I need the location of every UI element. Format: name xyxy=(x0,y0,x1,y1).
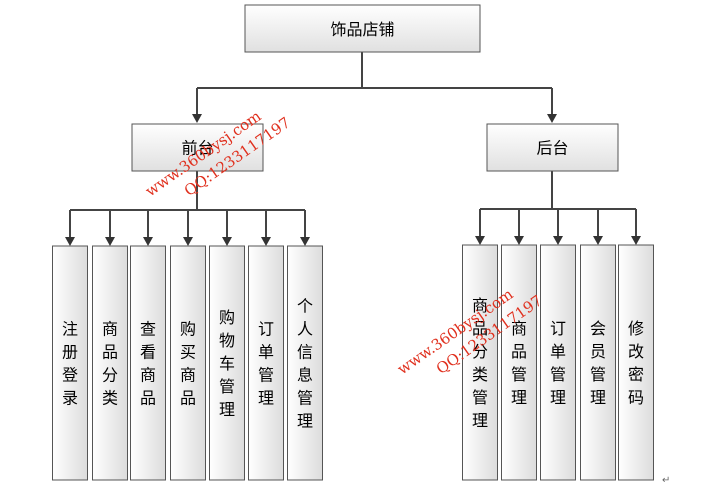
branch-0-child-2-box xyxy=(130,245,166,481)
branch-0-child-1-arrow xyxy=(105,237,115,246)
branch-0-child-1: 商品分类 xyxy=(92,245,128,481)
branch-1-child-3-arrow xyxy=(593,236,603,245)
branch-1-child-1-arrow xyxy=(514,236,524,245)
branch-1-child-1-box xyxy=(501,244,537,481)
branch-1-child-4-arrow xyxy=(631,236,641,245)
branch-1-child-2-box xyxy=(540,244,576,481)
branch-1-child-1: 商品管理 xyxy=(501,244,537,481)
branch-0-child-2: 查看商品 xyxy=(130,245,166,481)
branch-node-1-label: 后台 xyxy=(536,138,568,157)
branch-1-child-2-arrow xyxy=(553,236,563,245)
branch-node-0-box xyxy=(131,123,264,172)
branch-0-child-0: 注册登录 xyxy=(52,245,88,481)
branch-1-child-4: 修改密码 xyxy=(618,244,654,481)
branch-0-child-3: 购买商品 xyxy=(170,245,206,481)
branch-0-child-4-label: 购物车管理 xyxy=(219,308,235,419)
root-node: 饰品店铺 xyxy=(244,4,481,53)
branch-0-child-2-arrow xyxy=(143,237,153,246)
branch-node-0: 前台 xyxy=(131,123,264,172)
branch-node-1-box xyxy=(486,123,619,172)
branch-1-child-0-arrow xyxy=(475,236,485,245)
root-node-box xyxy=(244,4,481,53)
branch-1-child-2-label: 订单管理 xyxy=(550,319,566,407)
branch-0-child-1-box xyxy=(92,245,128,481)
paragraph-mark: ↵ xyxy=(662,475,670,486)
branch-0-child-0-label: 注册登录 xyxy=(62,320,78,408)
branch-1-child-4-box xyxy=(618,244,654,481)
branch-0-child-3-arrow xyxy=(183,237,193,246)
branch-0-child-3-label: 购买商品 xyxy=(180,320,196,408)
branch-0-child-5-box xyxy=(248,245,284,481)
branch-1-child-3: 会员管理 xyxy=(580,244,616,481)
branch-0-child-6-arrow xyxy=(300,237,310,246)
branch-0-child-5-label: 订单管理 xyxy=(258,320,274,408)
branch-0-child-2-label: 查看商品 xyxy=(140,320,156,408)
branch-0-child-5-arrow xyxy=(261,237,271,246)
branch-0-child-6-box xyxy=(287,245,323,481)
branch-0-child-4-box xyxy=(209,245,245,481)
branch-node-0-label: 前台 xyxy=(181,138,213,157)
branch-0-child-5: 订单管理 xyxy=(248,245,284,481)
branch-1-child-2: 订单管理 xyxy=(540,244,576,481)
branch-1-child-1-label: 商品管理 xyxy=(511,319,527,407)
branch-0-child-0-arrow xyxy=(65,237,75,246)
branch-1-child-4-label: 修改密码 xyxy=(628,319,644,407)
branch-0-child-6-label: 个人信息管理 xyxy=(297,297,313,431)
arrow-front xyxy=(192,114,202,123)
branch-0-child-1-label: 商品分类 xyxy=(102,320,118,408)
arrow-back xyxy=(547,114,557,123)
branch-1-child-0-label: 商品分类管理 xyxy=(472,296,488,430)
branch-0-child-6: 个人信息管理 xyxy=(287,245,323,481)
root-node-label: 饰品店铺 xyxy=(330,20,394,39)
branch-1-child-0-box xyxy=(462,244,498,481)
branch-0-child-3-box xyxy=(170,245,206,481)
branch-node-1: 后台 xyxy=(486,123,619,172)
branch-1-child-3-box xyxy=(580,244,616,481)
branch-1-child-0: 商品分类管理 xyxy=(462,244,498,481)
branch-0-child-0-box xyxy=(52,245,88,481)
branch-0-child-4: 购物车管理 xyxy=(209,245,245,481)
branch-1-child-3-label: 会员管理 xyxy=(590,319,606,407)
branch-0-child-4-arrow xyxy=(222,237,232,246)
